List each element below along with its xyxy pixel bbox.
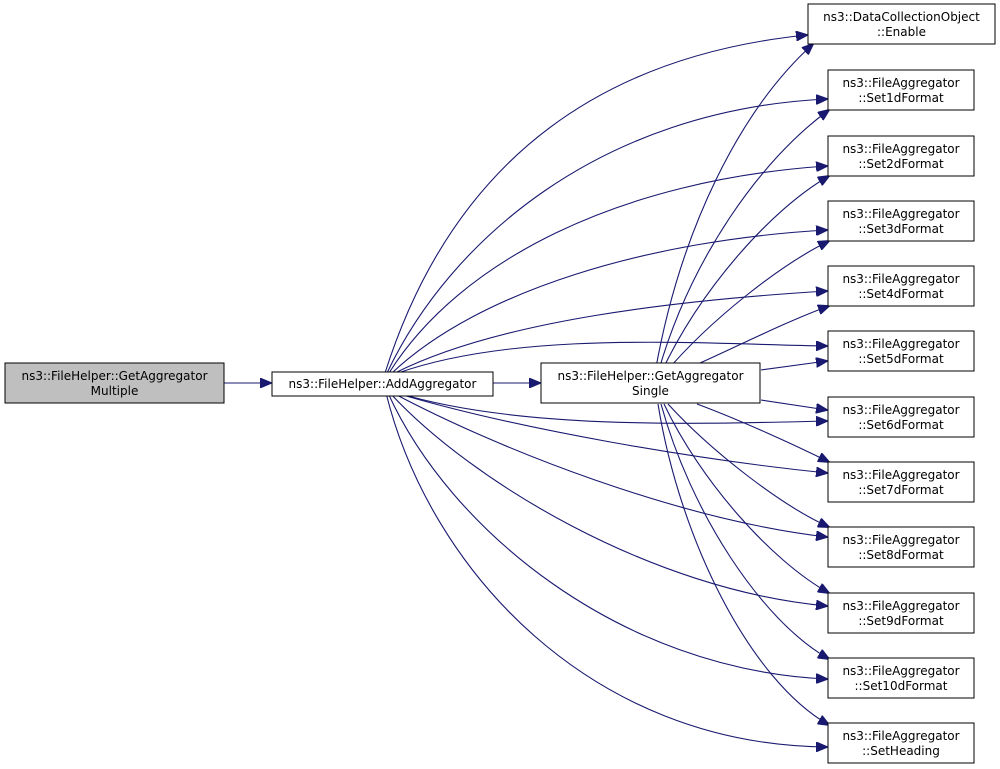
edge-single-to-set9d: [663, 403, 829, 593]
edge-add-to-set4d: [394, 291, 827, 374]
edge-add-to-set1d: [386, 99, 827, 374]
edge-single-to-set8d: [667, 403, 829, 527]
node-label-line2: Multiple: [91, 384, 139, 398]
edge-single-to-set1d: [657, 110, 829, 374]
edge-add-to-set5d: [397, 342, 827, 374]
node-label-line2: ::Set1dFormat: [858, 91, 944, 105]
edge-single-to-set10d: [660, 403, 829, 659]
node-label-line1: ns3::FileAggregator: [842, 729, 959, 743]
node-label-line2: ::SetHeading: [862, 744, 940, 758]
node-label-line2: ::Set6dFormat: [858, 418, 944, 432]
edge-add-to-set8d: [392, 392, 827, 537]
node-label-line2: ::Set4dFormat: [858, 287, 944, 301]
node-set9d-format[interactable]: ns3::FileAggregator ::Set9dFormat: [827, 592, 975, 634]
edges-layer: [224, 35, 829, 747]
node-label-line2: ::Set2dFormat: [858, 157, 944, 171]
node-data-collection-enable[interactable]: ns3::DataCollectionObject ::Enable: [807, 3, 996, 45]
edge-add-to-setheading: [385, 392, 827, 747]
node-label-line2: ::Set7dFormat: [858, 483, 944, 497]
node-label-line2: ::Enable: [877, 25, 926, 39]
node-set-heading[interactable]: ns3::FileAggregator ::SetHeading: [827, 722, 975, 764]
edge-single-to-enable: [654, 44, 813, 374]
node-label: ns3::FileHelper::AddAggregator: [289, 377, 477, 391]
node-label-line1: ns3::FileAggregator: [842, 142, 959, 156]
node-label-line2: ::Set5dFormat: [858, 352, 944, 366]
edge-add-to-enable: [384, 35, 807, 374]
edge-single-to-set2d: [660, 176, 829, 374]
node-set2d-format[interactable]: ns3::FileAggregator ::Set2dFormat: [827, 135, 975, 177]
node-set3d-format[interactable]: ns3::FileAggregator ::Set3dFormat: [827, 200, 975, 242]
node-set7d-format[interactable]: ns3::FileAggregator ::Set7dFormat: [827, 461, 975, 503]
node-label-line1: ns3::DataCollectionObject: [823, 10, 980, 24]
node-label-line2: Single: [632, 384, 669, 398]
node-label-line1: ns3::FileAggregator: [842, 468, 959, 482]
edge-single-to-set3d: [664, 241, 829, 374]
node-label-line1: ns3::FileAggregator: [842, 533, 959, 547]
node-label-line1: ns3::FileAggregator: [842, 403, 959, 417]
edge-add-to-set10d: [387, 392, 827, 679]
edge-single-to-set7d: [696, 403, 829, 462]
edge-add-to-set9d: [389, 392, 827, 606]
node-label-line1: ns3::FileAggregator: [842, 272, 959, 286]
node-set4d-format[interactable]: ns3::FileAggregator ::Set4dFormat: [827, 265, 975, 307]
node-label-line1: ns3::FileHelper::GetAggregator: [21, 369, 207, 383]
edge-single-to-setheading: [657, 403, 829, 725]
node-label-line2: ::Set8dFormat: [858, 548, 944, 562]
node-label-line1: ns3::FileHelper::GetAggregator: [557, 369, 743, 383]
edge-add-to-set7d: [395, 392, 827, 473]
edge-single-to-set6d: [760, 399, 827, 410]
node-set8d-format[interactable]: ns3::FileAggregator ::Set8dFormat: [827, 526, 975, 568]
node-get-aggregator-single[interactable]: ns3::FileHelper::GetAggregator Single: [540, 362, 761, 404]
node-set10d-format[interactable]: ns3::FileAggregator ::Set10dFormat: [827, 657, 975, 699]
node-get-aggregator-multiple[interactable]: ns3::FileHelper::GetAggregator Multiple: [4, 362, 225, 404]
node-label-line1: ns3::FileAggregator: [842, 599, 959, 613]
node-label-line2: ::Set3dFormat: [858, 222, 944, 236]
nodes-layer: ns3::FileHelper::GetAggregator Multiple …: [4, 3, 996, 764]
node-label-line1: ns3::FileAggregator: [842, 76, 959, 90]
node-set1d-format[interactable]: ns3::FileAggregator ::Set1dFormat: [827, 69, 975, 111]
edge-single-to-set4d: [699, 306, 829, 364]
node-add-aggregator[interactable]: ns3::FileHelper::AddAggregator: [271, 371, 494, 397]
edge-single-to-set5d: [760, 361, 827, 371]
edge-add-to-set3d: [391, 230, 827, 374]
node-label-line1: ns3::FileAggregator: [842, 337, 959, 351]
edge-add-to-set2d: [388, 166, 827, 374]
node-label-line2: ::Set10dFormat: [855, 679, 948, 693]
node-label-line1: ns3::FileAggregator: [842, 664, 959, 678]
edge-add-to-set6d: [397, 392, 827, 423]
node-set6d-format[interactable]: ns3::FileAggregator ::Set6dFormat: [827, 396, 975, 438]
node-label-line1: ns3::FileAggregator: [842, 207, 959, 221]
node-set5d-format[interactable]: ns3::FileAggregator ::Set5dFormat: [827, 330, 975, 372]
node-label-line2: ::Set9dFormat: [858, 614, 944, 628]
